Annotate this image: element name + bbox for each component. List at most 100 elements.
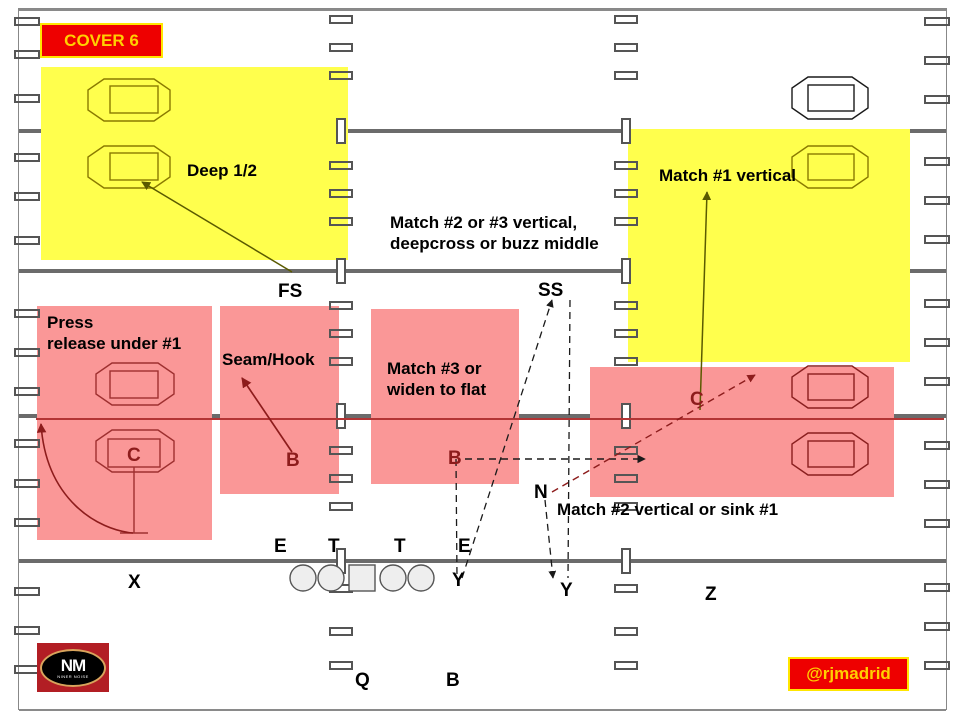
note-seam-hook: Seam/Hook (222, 349, 315, 370)
hash-mark (329, 357, 353, 366)
hash-mark (924, 583, 950, 592)
hash-mark (14, 153, 40, 162)
note-match-2-sink: Match #2 vertical or sink #1 (557, 499, 778, 520)
hash-mark (924, 196, 950, 205)
note-middle-line2: deepcross or buzz middle (390, 234, 599, 254)
hash-mark (14, 17, 40, 26)
hash-mark (924, 622, 950, 631)
watermark-text: @rjmadrid (806, 664, 891, 683)
label-wr-x: X (128, 572, 141, 593)
note-match-2-sink-text: Match #2 vertical or sink #1 (557, 500, 779, 519)
line-of-scrimmage (19, 559, 946, 563)
hash-mark (614, 474, 638, 483)
hash-mark (924, 480, 950, 489)
hash-mark (14, 626, 40, 635)
hash-mark (924, 377, 950, 386)
note-press-release: Press release under #1 (47, 312, 181, 355)
hash-mark (614, 329, 638, 338)
zone-seam-hook-left (220, 306, 339, 494)
hash-plus-mark (336, 403, 346, 429)
hash-mark (924, 157, 950, 166)
yard-line-2 (19, 269, 946, 273)
hash-mark (329, 15, 353, 24)
team-logo: NM NINER NOISE (37, 643, 109, 692)
hash-mark (614, 357, 638, 366)
hash-mark (614, 15, 638, 24)
hash-mark (14, 518, 40, 527)
logo-subtext: NINER NOISE (57, 673, 89, 679)
hash-plus-mark (621, 118, 631, 144)
hash-mark (14, 479, 40, 488)
hash-mark (924, 338, 950, 347)
hash-mark (614, 502, 638, 511)
hash-mark (329, 502, 353, 511)
label-ot-left: T (328, 536, 340, 557)
hash-mark (614, 661, 638, 670)
hash-mark (329, 474, 353, 483)
label-fs: FS (278, 281, 303, 302)
label-backer-left: B (286, 450, 300, 471)
note-deep-half-text: Deep 1/2 (187, 161, 257, 180)
hash-plus-mark (621, 403, 631, 429)
note-match-3-line2: widen to flat (387, 380, 487, 400)
note-match-3-line1: Match #3 or (387, 359, 482, 378)
note-seam-hook-text: Seam/Hook (222, 350, 315, 369)
note-match-3-flat: Match #3 or widen to flat (387, 358, 486, 401)
note-middle-line1: Match #2 or #3 vertical, (390, 213, 578, 232)
hash-mark (614, 189, 638, 198)
label-te-e-left: E (274, 536, 287, 557)
hash-mark (329, 189, 353, 198)
logo-oval: NM NINER NOISE (40, 648, 106, 687)
note-match-1-vertical: Match #1 vertical (659, 165, 796, 186)
note-middle-of-field: Match #2 or #3 vertical, deepcross or bu… (390, 212, 599, 255)
logo-monogram: NM (60, 655, 86, 675)
hash-mark (14, 348, 40, 357)
hash-mark (329, 161, 353, 170)
zone-deep-half-right (628, 129, 910, 362)
hash-plus-mark (336, 118, 346, 144)
hash-mark (614, 217, 638, 226)
hash-mark (329, 43, 353, 52)
hash-mark (924, 661, 950, 670)
hash-mark (614, 161, 638, 170)
note-press-line1: Press (47, 313, 94, 332)
label-slot-y-right: Y (560, 580, 573, 601)
hash-mark (614, 446, 638, 455)
hash-mark (329, 301, 353, 310)
hash-mark (614, 584, 638, 593)
note-deep-half: Deep 1/2 (187, 160, 257, 181)
yard-line-1 (19, 129, 946, 133)
label-backer-mid: B (448, 448, 462, 469)
title-badge: COVER 6 (40, 23, 163, 58)
hash-mark (924, 519, 950, 528)
label-wr-z: Z (705, 584, 717, 605)
label-nickel: N (534, 482, 548, 503)
hash-mark (14, 192, 40, 201)
field-bottom-sideline (19, 709, 946, 711)
note-press-line2: release under #1 (47, 334, 182, 354)
hash-mark (14, 309, 40, 318)
hash-mark (614, 301, 638, 310)
label-rb-b: B (446, 670, 460, 691)
hash-mark (614, 43, 638, 52)
hash-mark (329, 627, 353, 636)
hash-mark (329, 329, 353, 338)
hash-mark (329, 584, 353, 593)
watermark-badge: @rjmadrid (788, 657, 909, 691)
label-ot-right: T (394, 536, 406, 557)
hash-mark (924, 56, 950, 65)
hash-plus-mark (336, 258, 346, 284)
hash-mark (329, 661, 353, 670)
hash-mark (14, 50, 40, 59)
hash-mark (329, 446, 353, 455)
hash-plus-mark (621, 258, 631, 284)
hash-mark (614, 71, 638, 80)
label-slot-y-left: Y (452, 570, 465, 591)
hash-mark (14, 387, 40, 396)
note-match-1-vertical-text: Match #1 vertical (659, 166, 797, 185)
hash-mark (14, 439, 40, 448)
hash-mark (14, 94, 40, 103)
label-corner-right: C (690, 389, 704, 410)
title-badge-text: COVER 6 (64, 30, 139, 50)
